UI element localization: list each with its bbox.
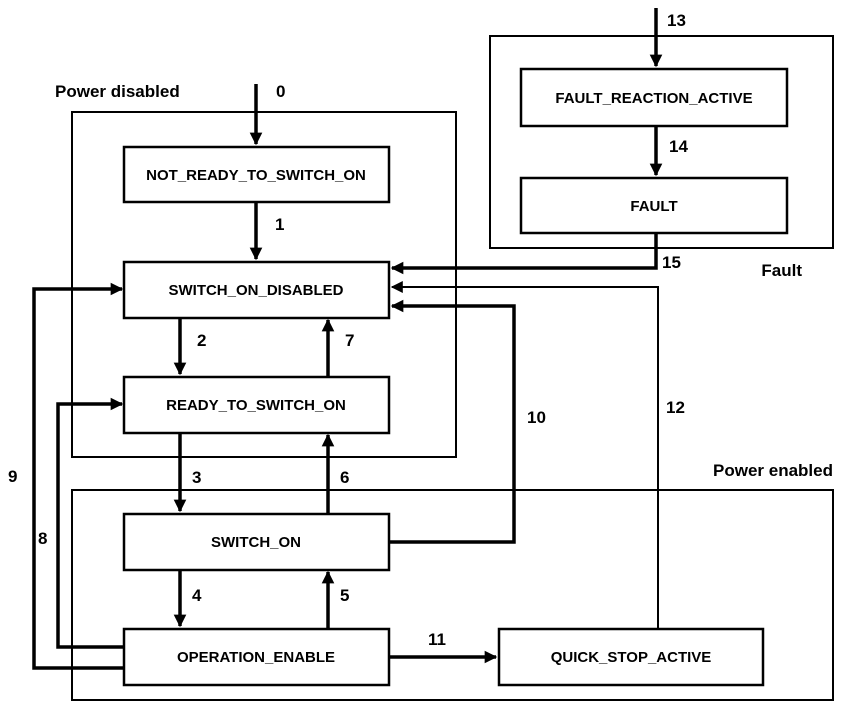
power-disabled-region bbox=[71, 111, 457, 458]
power-enabled-region bbox=[71, 489, 834, 701]
state-fault-reaction-active: FAULT_REACTION_ACTIVE bbox=[519, 67, 789, 128]
transition-0-label: 0 bbox=[276, 82, 285, 101]
state-label: NOT_READY_TO_SWITCH_ON bbox=[146, 167, 366, 184]
state-label: QUICK_STOP_ACTIVE bbox=[551, 649, 712, 666]
state-label: OPERATION_ENABLE bbox=[177, 649, 335, 666]
state-operation-enable: OPERATION_ENABLE bbox=[122, 627, 391, 687]
transition-8-arrow bbox=[56, 397, 124, 649]
transition-10-arrow bbox=[390, 299, 516, 544]
transition-5-label: 5 bbox=[340, 586, 349, 605]
transition-9-arrow bbox=[32, 282, 124, 670]
state-label: READY_TO_SWITCH_ON bbox=[166, 397, 346, 414]
transition-14-label: 14 bbox=[669, 137, 688, 156]
state-label: FAULT_REACTION_ACTIVE bbox=[555, 90, 752, 107]
state-switch-on: SWITCH_ON bbox=[122, 512, 391, 572]
power-enabled-label: Power enabled bbox=[713, 461, 833, 480]
transition-7-label: 7 bbox=[345, 331, 354, 350]
state-switch-on-disabled: SWITCH_ON_DISABLED bbox=[122, 260, 391, 320]
transition-8-label: 8 bbox=[38, 529, 47, 548]
transition-15-label: 15 bbox=[662, 253, 681, 272]
transition-4-label: 4 bbox=[192, 586, 202, 605]
state-fault: FAULT bbox=[519, 176, 789, 235]
transition-11-label: 11 bbox=[428, 630, 446, 649]
transition-9-label: 9 bbox=[8, 467, 17, 486]
transition-15-arrow bbox=[390, 233, 658, 275]
transition-13-label: 13 bbox=[667, 11, 686, 30]
transition-3-label: 3 bbox=[192, 468, 201, 487]
transition-2-label: 2 bbox=[197, 331, 206, 350]
transition-6-label: 6 bbox=[340, 468, 349, 487]
transition-12-arrow bbox=[390, 281, 659, 628]
transition-1-label: 1 bbox=[275, 215, 284, 234]
fault-region bbox=[489, 35, 834, 249]
state-label: SWITCH_ON_DISABLED bbox=[168, 282, 343, 299]
fault-region-label: Fault bbox=[761, 261, 802, 280]
state-label: FAULT bbox=[630, 198, 677, 215]
power-disabled-label: Power disabled bbox=[55, 82, 180, 101]
transition-10-label: 10 bbox=[527, 408, 546, 427]
state-label: SWITCH_ON bbox=[211, 534, 301, 551]
transition-12-label: 12 bbox=[666, 398, 685, 417]
state-not-ready-to-switch-on: NOT_READY_TO_SWITCH_ON bbox=[122, 145, 391, 204]
state-ready-to-switch-on: READY_TO_SWITCH_ON bbox=[122, 375, 391, 435]
state-quick-stop-active: QUICK_STOP_ACTIVE bbox=[497, 627, 765, 687]
